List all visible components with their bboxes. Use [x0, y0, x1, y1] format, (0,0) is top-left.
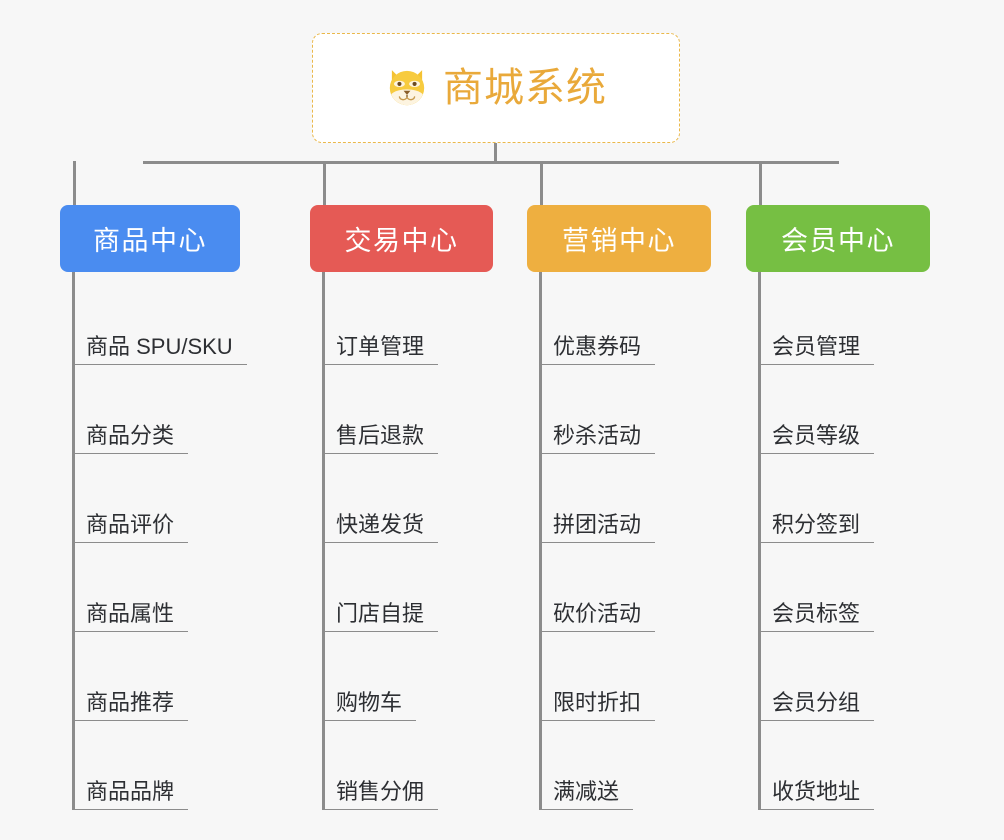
leaf-item-label: 商品 SPU/SKU [86, 333, 233, 359]
leaf-item[interactable]: 商品评价 [72, 473, 189, 543]
category-header-3[interactable]: 营销中心 [527, 205, 711, 272]
leaf-item-label: 商品品牌 [86, 778, 175, 804]
leaf-item[interactable]: 商品 SPU/SKU [72, 295, 247, 365]
category-header-label: 商品中心 [93, 226, 207, 256]
leaf-item[interactable]: 优惠券码 [539, 295, 656, 365]
leaf-item[interactable]: 订单管理 [322, 295, 439, 365]
leaf-item[interactable]: 门店自提 [322, 562, 439, 632]
category-header-label: 营销中心 [562, 226, 676, 256]
leaf-item-label: 售后退款 [336, 422, 425, 448]
leaf-item-label: 商品评价 [86, 511, 175, 537]
leaf-item[interactable]: 商品品牌 [72, 740, 189, 810]
category-header-2[interactable]: 交易中心 [310, 205, 493, 272]
column-trunk-line-3 [539, 272, 542, 810]
leaf-item[interactable]: 快递发货 [322, 473, 439, 543]
category-header-4[interactable]: 会员中心 [746, 205, 930, 272]
leaf-item-label: 拼团活动 [553, 511, 642, 537]
leaf-item-label: 快递发货 [336, 511, 425, 537]
leaf-item[interactable]: 秒杀活动 [539, 384, 656, 454]
leaf-item-label: 会员管理 [772, 333, 861, 359]
leaf-item-label: 商品分类 [86, 422, 175, 448]
column-trunk-line-4 [758, 272, 761, 810]
leaf-item-label: 积分签到 [772, 511, 861, 537]
leaf-item[interactable]: 会员等级 [758, 384, 875, 454]
leaf-item-label: 销售分佣 [336, 778, 425, 804]
leaf-item[interactable]: 会员标签 [758, 562, 875, 632]
column-items-3: 优惠券码秒杀活动拼团活动砍价活动限时折扣满减送 [527, 272, 711, 839]
category-header-label: 交易中心 [344, 226, 459, 256]
column-1: 商品中心商品 SPU/SKU 商品分类商品评价商品属性商品推荐商品品牌 [60, 205, 247, 839]
column-trunk-line-2 [322, 272, 325, 810]
leaf-item-label: 限时折扣 [553, 689, 642, 715]
connector-horizontal-bus [143, 161, 839, 164]
column-items-4: 会员管理会员等级积分签到会员标签会员分组收货地址 [746, 272, 930, 839]
column-4: 会员中心会员管理会员等级积分签到会员标签会员分组收货地址 [746, 205, 930, 839]
leaf-item[interactable]: 拼团活动 [539, 473, 656, 543]
column-2: 交易中心订单管理售后退款快递发货门店自提购物车销售分佣 [310, 205, 493, 839]
shiba-dog-face-icon [389, 70, 425, 106]
column-items-1: 商品 SPU/SKU 商品分类商品评价商品属性商品推荐商品品牌 [60, 272, 247, 839]
category-header-label: 会员中心 [781, 226, 895, 256]
leaf-item[interactable]: 收货地址 [758, 740, 875, 810]
column-trunk-line-1 [72, 272, 75, 810]
column-items-2: 订单管理售后退款快递发货门店自提购物车销售分佣 [310, 272, 493, 839]
leaf-item-label: 购物车 [336, 689, 403, 715]
leaf-item[interactable]: 会员分组 [758, 651, 875, 721]
leaf-item[interactable]: 售后退款 [322, 384, 439, 454]
leaf-item-label: 砍价活动 [553, 600, 642, 626]
leaf-item-label: 会员等级 [772, 422, 861, 448]
leaf-item-label: 订单管理 [336, 333, 425, 359]
leaf-item-label: 商品推荐 [86, 689, 175, 715]
leaf-item[interactable]: 商品分类 [72, 384, 189, 454]
leaf-item-label: 会员分组 [772, 689, 861, 715]
connector-root-vertical [494, 143, 497, 163]
leaf-item[interactable]: 商品属性 [72, 562, 189, 632]
column-3: 营销中心优惠券码秒杀活动拼团活动砍价活动限时折扣满减送 [527, 205, 711, 839]
leaf-item[interactable]: 满减送 [539, 740, 634, 810]
leaf-item-label: 门店自提 [336, 600, 425, 626]
leaf-item[interactable]: 限时折扣 [539, 651, 656, 721]
root-title: 商城系统 [443, 66, 607, 110]
leaf-item-label: 满减送 [553, 778, 620, 804]
leaf-item[interactable]: 积分签到 [758, 473, 875, 543]
leaf-item-label: 秒杀活动 [553, 422, 642, 448]
leaf-item-label: 商品属性 [86, 600, 175, 626]
leaf-item[interactable]: 砍价活动 [539, 562, 656, 632]
leaf-item[interactable]: 会员管理 [758, 295, 875, 365]
connector-drop-2 [323, 161, 326, 205]
root-node[interactable]: 商城系统 [312, 33, 680, 143]
leaf-item-label: 会员标签 [772, 600, 861, 626]
connector-drop-1 [73, 161, 76, 205]
connector-drop-4 [759, 161, 762, 205]
leaf-item[interactable]: 购物车 [322, 651, 417, 721]
leaf-item[interactable]: 商品推荐 [72, 651, 189, 721]
connector-drop-3 [540, 161, 543, 205]
leaf-item[interactable]: 销售分佣 [322, 740, 439, 810]
category-header-1[interactable]: 商品中心 [60, 205, 240, 272]
leaf-item-label: 收货地址 [772, 778, 861, 804]
leaf-item-label: 优惠券码 [553, 333, 642, 359]
